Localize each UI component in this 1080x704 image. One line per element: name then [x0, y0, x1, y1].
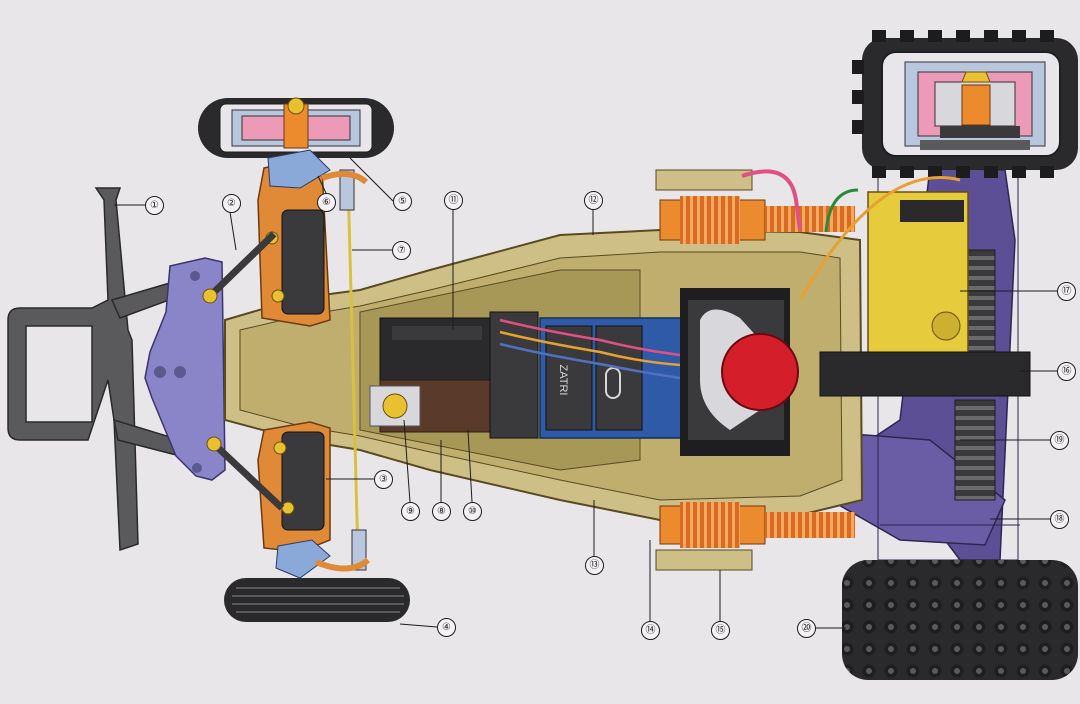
speed-controller: [489, 311, 681, 439]
front-arm-upper: [207, 231, 277, 299]
callout-16: ⑯: [1057, 362, 1076, 381]
rear-wheel-lower: [842, 560, 1078, 680]
front-wheel-lower: [224, 578, 410, 622]
front-suspension-lower: [257, 421, 331, 579]
callout-10: ⑩: [463, 502, 482, 521]
callout-12: ⑫: [584, 191, 603, 210]
rear-driveshaft-boot-lower: [954, 399, 996, 501]
callout-9: ⑨: [401, 502, 420, 521]
antenna-wire-orange: [798, 176, 961, 301]
leader-lines: [114, 157, 1057, 629]
callout-17: ⑰: [1057, 282, 1076, 301]
steering-link-lower: [314, 529, 370, 572]
callout-20: ⑳: [797, 619, 816, 638]
callout-7: ⑦: [392, 241, 411, 260]
front-wheel-upper: [198, 97, 394, 158]
receiver: [379, 317, 491, 381]
callout-5: ⑤: [393, 192, 412, 211]
motor: [680, 288, 799, 456]
gearbox: [867, 191, 969, 361]
rear-shock-upper: [655, 169, 855, 244]
callout-14: ⑭: [641, 621, 660, 640]
callout-4: ④: [437, 618, 456, 637]
antenna-wire-green: [824, 188, 859, 233]
callout-11: ⑪: [444, 191, 463, 210]
callout-1: ①: [145, 196, 164, 215]
steering-rod: [346, 179, 360, 557]
rear-shock-lower: [655, 502, 855, 571]
callout-13: ⑬: [585, 556, 604, 575]
callout-19: ⑲: [1050, 431, 1069, 450]
callout-8: ⑧: [432, 502, 451, 521]
rear-wheel-upper: [852, 30, 1078, 178]
steering-link-upper: [320, 169, 368, 211]
front-suspension-upper: [257, 149, 331, 327]
ball-joint: [206, 436, 222, 452]
antenna-wire-pink: [741, 169, 802, 231]
front-plate: [144, 257, 226, 481]
callout-3: ③: [374, 470, 393, 489]
callout-2: ②: [222, 194, 241, 213]
battery-label: ZATRI: [557, 365, 569, 396]
rear-axle-beam: [819, 351, 1031, 397]
ball-joint: [202, 288, 218, 304]
callout-15: ⑮: [711, 621, 730, 640]
callout-18: ⑱: [1050, 510, 1069, 529]
servo: [369, 379, 491, 433]
front-arm-lower: [211, 441, 285, 511]
front-bumper: [7, 187, 211, 552]
callout-6: ⑥: [317, 193, 336, 212]
